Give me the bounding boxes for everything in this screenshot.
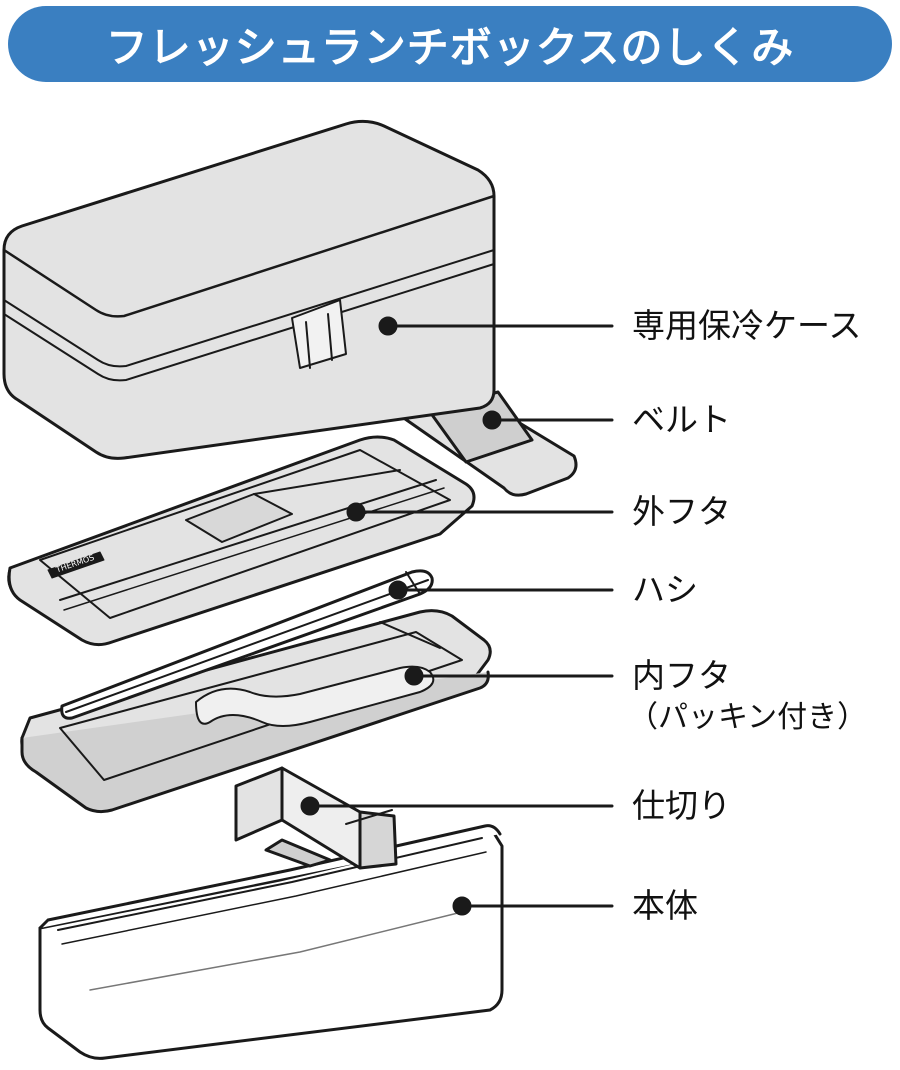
diagram-title: フレッシュランチボックスのしくみ: [105, 22, 795, 72]
label-case: 専用保冷ケース: [632, 306, 862, 345]
body-part-drawing: [38, 824, 504, 1060]
case-part-drawing: [2, 119, 496, 460]
label-inner-lid-note: （パッキン付き）: [628, 700, 868, 735]
label-body: 本体: [632, 886, 698, 925]
label-outer-lid: 外フタ: [632, 492, 731, 531]
label-chopsticks: ハシ: [632, 570, 698, 609]
outer-lid-part-drawing: THERMOS: [7, 435, 476, 647]
title-banner: フレッシュランチボックスのしくみ: [8, 6, 892, 82]
label-divider: 仕切り: [632, 786, 731, 825]
label-belt: ベルト: [632, 400, 731, 439]
leader-lines: [300, 316, 614, 916]
label-inner-lid: 内フタ: [632, 656, 731, 695]
inner-lid-part-drawing: [20, 609, 492, 814]
divider-part-drawing: [234, 766, 398, 870]
chopsticks-part-drawing: [60, 569, 434, 720]
